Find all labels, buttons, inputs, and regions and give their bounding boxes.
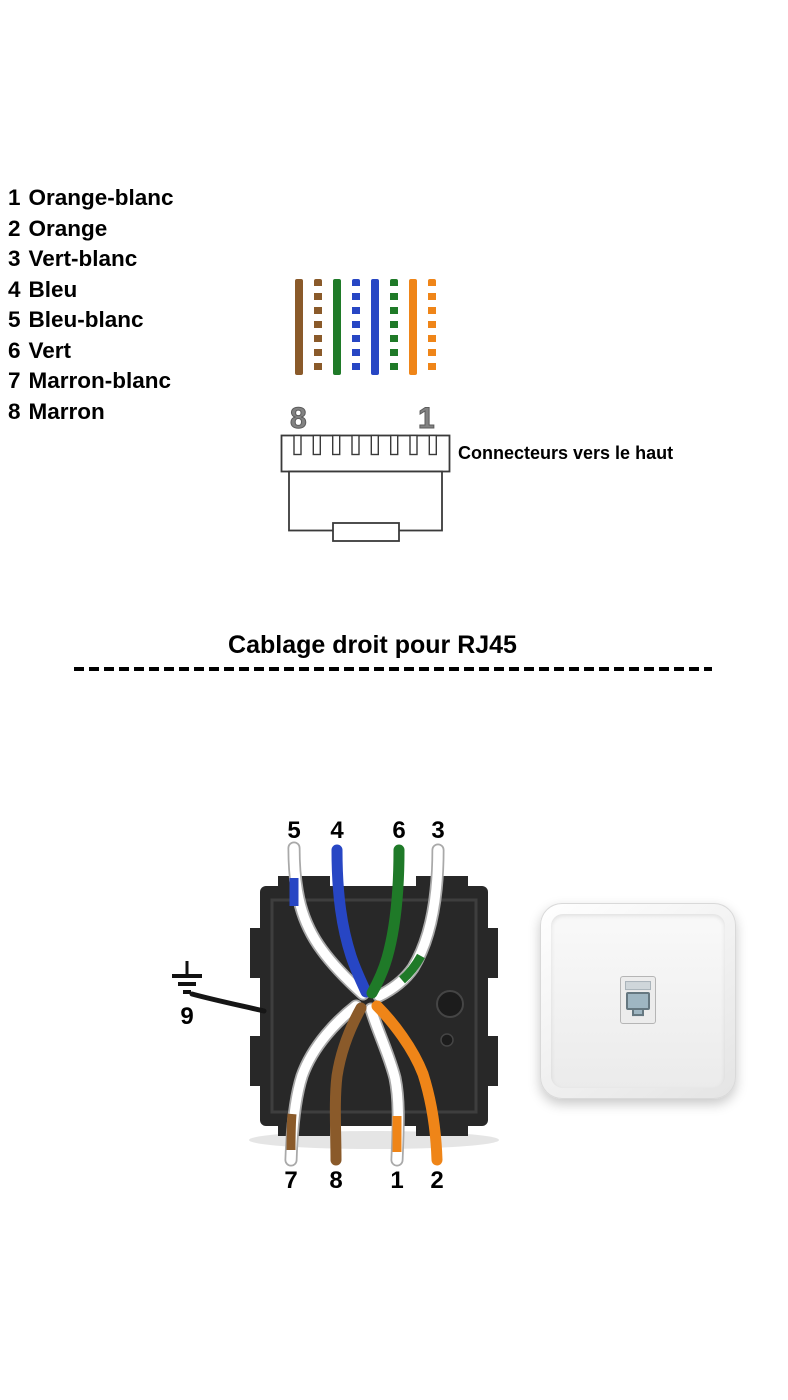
legend-item-number: 2	[8, 215, 21, 241]
legend-item-number: 5	[8, 307, 21, 332]
strip-wire-bleu-blanc	[352, 279, 360, 375]
legend-item: 2 Orange	[8, 214, 174, 245]
legend-item-number: 1	[8, 185, 21, 210]
ground-symbol	[172, 961, 202, 994]
strip-wire-vert	[333, 279, 341, 375]
pin-1-label: 1	[418, 402, 436, 436]
dashed-divider	[74, 667, 712, 671]
legend-item-number: 4	[8, 276, 21, 302]
legend-item-number: 6	[8, 337, 21, 363]
strip-wire-orange	[409, 279, 417, 375]
connector-orientation-caption: Connecteurs vers le haut	[458, 443, 674, 463]
cable-conductors-strip	[295, 279, 436, 375]
legend-item-label: Orange	[28, 215, 108, 241]
wire-label-2: 2	[430, 1167, 443, 1194]
legend-item-number: 8	[8, 398, 21, 424]
strip-wire-vert-blanc	[390, 279, 398, 375]
wire-label-6: 6	[392, 817, 405, 844]
legend-item: 5 Bleu-blanc	[8, 305, 174, 336]
pin-8-label: 8	[290, 402, 308, 436]
legend-item: 8 Marron	[8, 397, 174, 428]
strip-wire-orange-blanc	[428, 279, 436, 375]
wire-2-orange	[371, 1000, 443, 1166]
ground-wire	[189, 991, 267, 1014]
wire-label-5: 5	[287, 817, 300, 844]
wire-1-orange-blanc	[364, 1002, 405, 1167]
rj45-socket	[620, 976, 656, 1025]
wire-label-4: 4	[330, 817, 344, 844]
rj45-plug-drawing: 8 1	[280, 402, 460, 552]
legend-item: 1 Orange-blanc	[8, 183, 174, 214]
legend-item-label: Bleu	[28, 276, 78, 302]
socket-label-strip	[625, 981, 651, 991]
legend-item-label: Orange-blanc	[28, 185, 174, 210]
wall-plate	[540, 903, 736, 1099]
strip-wire-marron	[295, 279, 303, 375]
rj45-plug-outline	[280, 434, 451, 542]
keystone-jack-wiring: 5 4 6 3 7 8 1 2 9	[172, 817, 499, 1194]
wire-label-1: 1	[390, 1167, 403, 1194]
wire-label-3: 3	[431, 817, 444, 844]
strip-wire-bleu	[371, 279, 379, 375]
rj45-port	[626, 992, 650, 1011]
legend-item: 4 Bleu	[8, 275, 174, 306]
legend-item-label: Bleu-blanc	[28, 307, 144, 332]
wire-7-marron-blanc	[284, 999, 363, 1167]
legend-item-label: Marron-blanc	[28, 368, 172, 393]
wire-6-vert	[366, 844, 405, 999]
legend-item: 7 Marron-blanc	[8, 366, 174, 397]
ground-label-9: 9	[180, 1003, 193, 1030]
legend-item-label: Vert	[28, 337, 72, 363]
legend-item-label: Marron	[28, 398, 105, 424]
legend-item: 3 Vert-blanc	[8, 244, 174, 275]
rj45-port-notch	[632, 1010, 644, 1017]
wall-plate-center	[551, 914, 725, 1088]
legend-item-label: Vert-blanc	[28, 246, 138, 271]
wire-3-vert-blanc	[372, 843, 445, 1003]
wire-8-marron	[329, 1002, 367, 1166]
legend-item-number: 7	[8, 368, 21, 393]
wire-5-bleu-blanc	[287, 841, 370, 1001]
wire-color-legend: 1 Orange-blanc 2 Orange 3 Vert-blanc 4 B…	[8, 183, 174, 427]
wire-label-8: 8	[329, 1167, 342, 1194]
legend-item-number: 3	[8, 246, 21, 271]
wire-label-7: 7	[284, 1167, 297, 1194]
wire-4-bleu	[331, 844, 372, 998]
legend-item: 6 Vert	[8, 336, 174, 367]
strip-wire-marron-blanc	[314, 279, 322, 375]
section-title: Cablage droit pour RJ45	[228, 631, 517, 659]
